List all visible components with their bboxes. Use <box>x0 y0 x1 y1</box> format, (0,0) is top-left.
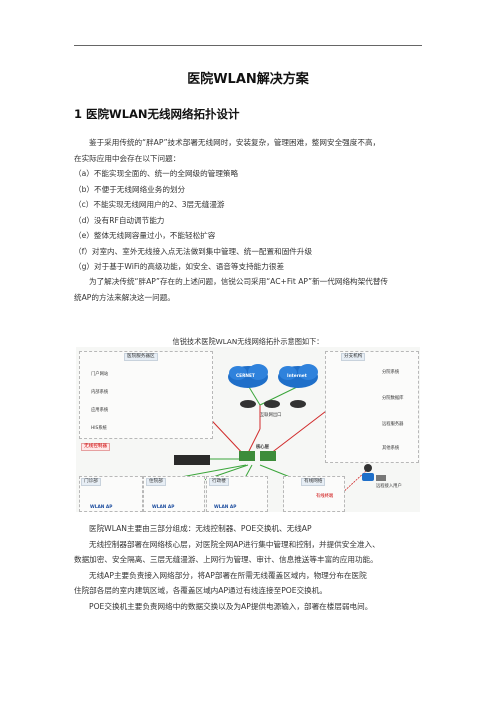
remote-user-icon <box>362 464 386 481</box>
components-line-2: 无线控制器部署在网络核心层，对医院全网AP进行集中管理和控制，并提供安全准入、 <box>89 539 380 549</box>
issue-item-e: （e）整体无线网容量过小，不能轻松扩容 <box>74 231 216 240</box>
internet-label: Internet <box>287 374 307 379</box>
cernet-cloud-icon <box>228 364 268 388</box>
remote-user-label: 远程接入用户 <box>376 484 402 489</box>
components-line-1: 医院WLAN主要由三部分组成：无线控制器、POE交换机、无线AP <box>89 524 312 533</box>
wired-terminal-label: 有线终端 <box>316 494 334 499</box>
intro-paragraph: 鉴于采用传统的“胖AP”技术部署无线网时，安装复杂，管理困难，整网安全强度不高，… <box>74 135 424 166</box>
admin-zone-label: 行政楼 <box>209 478 229 486</box>
server-label-3: 应用系统 <box>91 408 109 413</box>
components-paragraph: 医院WLAN主要由三部分组成：无线控制器、POE交换机、无线AP 无线控制器部署… <box>74 521 424 614</box>
intro-line-2: 在实际应用中会存在以下问题： <box>74 153 181 163</box>
internet-cloud-icon <box>278 364 318 388</box>
components-line-3: 数据加密、安全隔离、三层无缝漫游、上网行为管理、审计、信息推送等丰富的应用功能。 <box>74 555 378 564</box>
components-line-4: 无线AP主要负责接入网络部分，将AP部署在所需无线覆盖区域内，物理分布在医院 <box>89 570 367 580</box>
issue-item-g: （g）对于基于WiFi的高级功能，如安全、语音等支持能力很差 <box>74 262 285 271</box>
branch-zone-label: 分支机构 <box>341 353 366 361</box>
server-label-2: 内部系统 <box>91 390 109 395</box>
section-heading: 1 医院WLAN无线网络拓扑设计 <box>74 107 240 121</box>
components-line-5: 住院部各层的室内建筑区域，各覆盖区域内AP通过有线连接至POE交换机。 <box>74 586 327 595</box>
branch-server-label-3: 远程服务器 <box>382 422 404 427</box>
ap-label-admin: WLAN AP <box>214 505 237 510</box>
cernet-label: CERNET <box>236 374 255 379</box>
ap-label-inpatient: WLAN AP <box>152 505 175 510</box>
server-label-4: HIS系统 <box>91 426 107 431</box>
solution-line-1: 为了解决传统“胖AP”存在的上述问题，信锐公司采用“AC+Fit AP”新一代网… <box>89 277 389 286</box>
issue-item-d: （d）没有RF自动调节能力 <box>74 215 165 225</box>
wireless-controller-icon <box>174 455 210 465</box>
core-switch-icon <box>239 451 276 461</box>
components-line-6: POE交换机主要负责网络中的数据交换以及为AP提供电源输入，部署在楼层弱电间。 <box>89 601 373 611</box>
document-title: 医院WLAN解决方案 <box>187 72 309 87</box>
issue-item-c: （c）不能实现无线网用户的2、3层无缝漫游 <box>74 200 225 209</box>
outpatient-zone-label: 门诊部 <box>81 478 101 486</box>
server-label-1: 门户网站 <box>91 372 109 377</box>
branch-server-label-1: 分院系统 <box>382 370 400 375</box>
server-zone <box>79 351 213 439</box>
figure-caption: 信锐技术医院WLAN无线网络拓扑示意图如下： <box>172 337 324 346</box>
branch-zone <box>325 351 419 463</box>
wireless-controller-zone-label: 无线控制器 <box>81 443 110 451</box>
core-label: 核心层 <box>256 445 269 450</box>
solution-paragraph: 为了解决传统“胖AP”存在的上述问题，信锐公司采用“AC+Fit AP”新一代网… <box>74 274 424 305</box>
issue-item-b: （b）不便于无线网络业务的划分 <box>74 184 186 194</box>
ap-label-outpatient: WLAN AP <box>90 505 113 510</box>
exit-router-icon <box>240 400 306 408</box>
server-zone-label: 医院服务器区 <box>124 353 158 361</box>
wired-zone-label: 有线网络 <box>301 478 326 486</box>
header-rule <box>74 45 422 46</box>
issues-list: （a）不能实现全面的、统一的全网级的管理策略 （b）不便于无线网络业务的划分 （… <box>74 166 424 275</box>
intro-line-1: 鉴于采用传统的“胖AP”技术部署无线网时，安装复杂，管理困难，整网安全强度不高， <box>89 138 381 147</box>
exit-label: 互联网出口 <box>260 413 282 418</box>
branch-server-label-2: 分院数据库 <box>382 396 404 401</box>
issue-item-f: （f）对室内、室外无线接入点无法做到集中管理、统一配置和固件升级 <box>74 246 313 256</box>
issue-item-a: （a）不能实现全面的、统一的全网级的管理策略 <box>74 169 239 178</box>
topology-diagram: 医院服务器区 无线控制器 分支机构 门诊部 住院部 行政楼 有线网络 CERNE… <box>76 347 420 512</box>
branch-server-label-4: 其他系统 <box>382 446 400 451</box>
inpatient-zone-label: 住院部 <box>146 478 166 486</box>
solution-line-2: 统AP的方法来解决这一问题。 <box>74 292 175 302</box>
